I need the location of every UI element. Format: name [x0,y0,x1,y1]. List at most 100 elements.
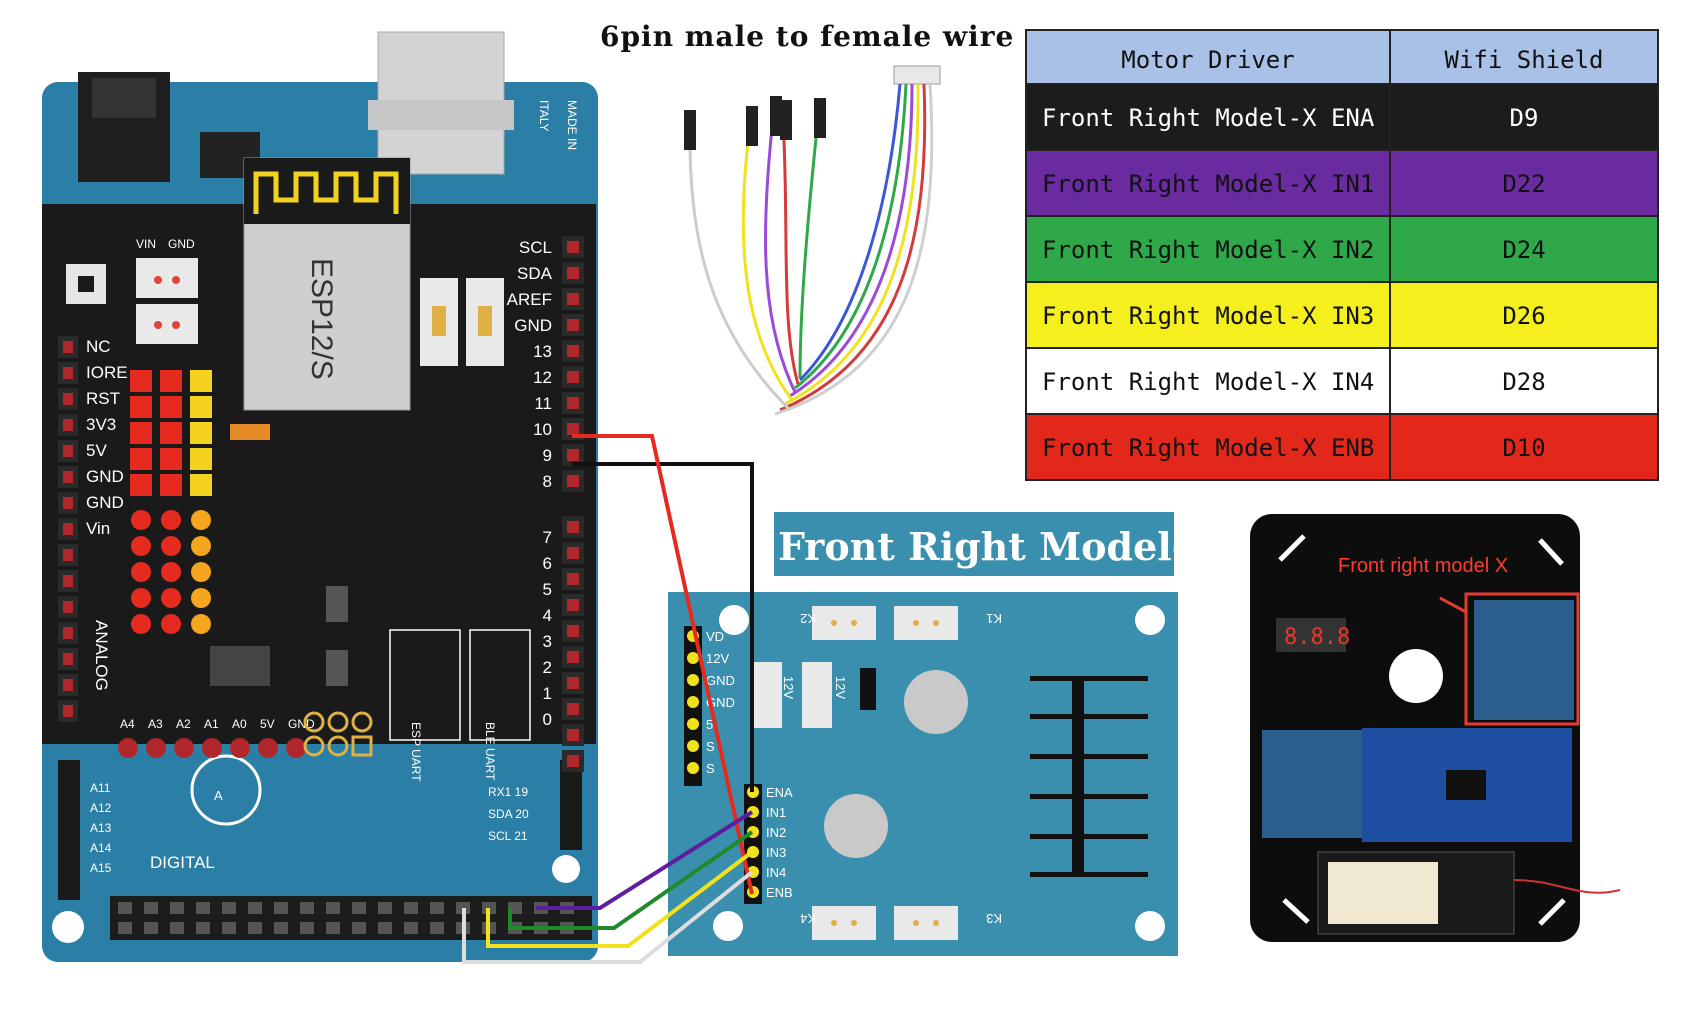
pin-hole [567,677,579,689]
power-pin [130,422,152,444]
module-pin-label: GND [706,695,735,710]
digital-pin [326,922,340,934]
pin-hole [567,293,579,305]
table-cell-shield: D28 [1502,368,1545,396]
table-cell-shield: D24 [1502,236,1545,264]
table-cell-shield: D10 [1502,434,1545,462]
analog-pin-label: A1 [204,717,219,731]
shield-left-pin-label: IORE [86,363,128,382]
power-pin [190,448,212,470]
digital-side-label: SCL 21 [488,829,528,843]
digital-side-label: RX1 19 [488,785,528,799]
table-cell-driver: Front Right Model-X ENB [1042,434,1374,462]
shield-left-pin-label: GND [86,467,124,486]
table-header-driver: Motor Driver [1121,46,1294,74]
shield-right-pin-label: 5 [543,580,552,599]
power-pin [130,448,152,470]
shield-right-pin-label: SCL [519,238,552,257]
power-pin [160,422,182,444]
six-pin-wire-illustration: 6pin male to female wire [600,20,1014,416]
pin-hole [63,393,73,405]
table-cell-driver: Front Right Model-X IN4 [1042,368,1374,396]
power-pin [160,396,182,418]
digital-pin [248,902,262,914]
digital-pin [430,922,444,934]
power-pin [191,562,211,582]
ble-uart-label: BLE UART [483,722,497,781]
digital-pin [248,922,262,934]
table-row: Front Right Model-X ENB D10 [1025,413,1659,481]
pin-hole [63,601,73,613]
module-ctrl-pin-label: IN4 [766,865,786,880]
pin-hole [567,703,579,715]
power-pin [161,588,181,608]
shield-right-pin-label: 0 [543,710,552,729]
shield-left-pin-label: 3V3 [86,415,116,434]
pin-hole [567,319,579,331]
connection-wires [462,434,754,964]
analog-pin [258,738,278,758]
segment-display [1276,618,1346,652]
analog-pin-label: A2 [176,717,191,731]
wire-in1-d22 [536,810,754,910]
shield-left-pin-label: Vin [86,519,110,538]
terminal-k2: K2 [800,611,816,626]
wire-title: 6pin male to female wire [600,20,1014,53]
shield-right-pin-label: 9 [543,446,552,465]
module-pin [687,762,699,774]
module-pin [687,652,699,664]
module-ctrl-pin-label: ENA [766,785,793,800]
digital-pin [144,922,158,934]
digital-pin [170,902,184,914]
analog-pin-label: A4 [120,717,135,731]
analog-pin [286,738,306,758]
shield-right-pin-label: 6 [543,554,552,573]
digital-pin [300,922,314,934]
digital-pin [378,902,392,914]
pin-hole [567,423,579,435]
power-pin [161,536,181,556]
digital-pin [300,902,314,914]
pin-hole [567,521,579,533]
shield-left-pin-label: RST [86,389,120,408]
made-in-label: MADE IN [565,100,579,150]
power-headers [130,370,212,634]
pin-hole [63,445,73,457]
module-ctrl-pin-label: ENB [766,885,793,900]
analog-extra-label: A13 [90,821,112,835]
shield-right-pin-header [562,236,584,772]
module-ctrl-pin-label: IN2 [766,825,786,840]
photo-caption: Front right model X [1338,555,1508,577]
power-pin [161,562,181,582]
digital-pin [196,902,210,914]
robot-chassis-photo: 8.8.8 Front right model X [1250,514,1621,942]
jumper-12v-a: 12V [781,676,796,699]
shield-right-pin-label: 7 [543,528,552,547]
wifi-shield: ESP12/S VIN GND NCIORERST3V35VGNDGNDVin … [42,157,596,782]
power-pin [131,588,151,608]
pin-hole [567,345,579,357]
power-pin [131,536,151,556]
gnd-label: GND [168,237,195,251]
power-pin [190,396,212,418]
wire-in3-d26 [486,850,754,948]
digital-pin [430,902,444,914]
shield-right-pin-label: 8 [543,472,552,491]
shield-left-pin-label: GND [86,493,124,512]
esp12s-label: ESP12/S [305,258,338,380]
analog-pin-label: A3 [148,717,163,731]
module-banner-label: Front Right Model-X [778,524,1215,569]
wire-enb-d10 [572,434,754,895]
shield-left-pin-label: NC [86,337,111,356]
pin-hole [63,679,73,691]
power-pin [191,510,211,530]
pin-hole [63,341,73,353]
digital-pin [222,902,236,914]
